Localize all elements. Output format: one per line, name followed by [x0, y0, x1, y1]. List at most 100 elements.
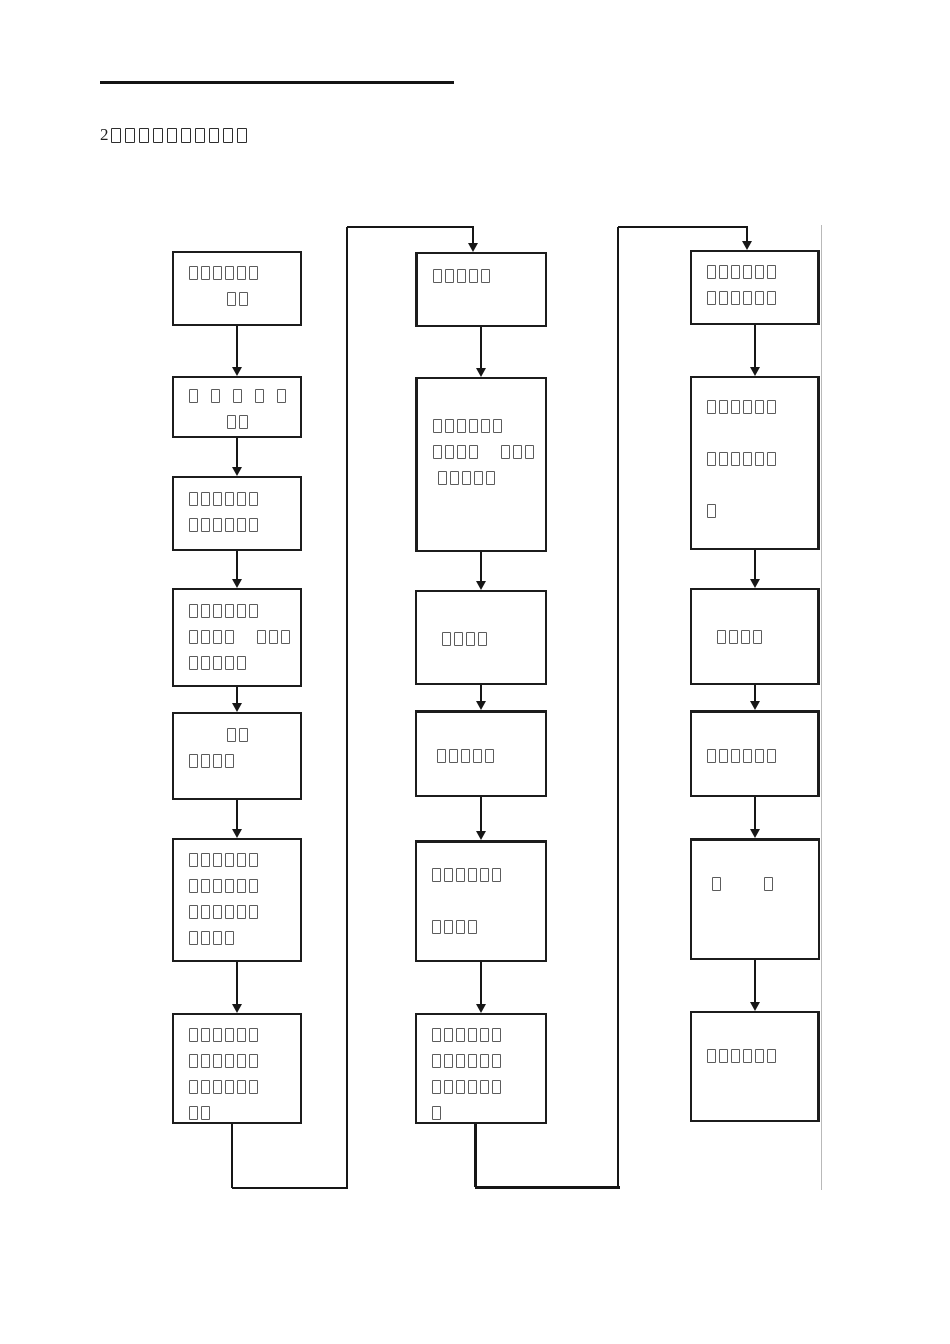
down-arrow-head	[232, 467, 242, 476]
down-arrow-stem	[236, 962, 238, 1005]
missing-glyph-box	[188, 1080, 198, 1094]
missing-glyph-box	[467, 1054, 477, 1068]
missing-glyph-box	[110, 127, 121, 143]
down-arrow-head	[232, 703, 242, 712]
missing-glyph-box	[212, 518, 222, 532]
missing-glyph-box	[188, 656, 198, 670]
flow-box-col-2-4	[415, 710, 547, 797]
missing-glyph-box	[480, 419, 490, 433]
missing-glyph-box	[212, 492, 222, 506]
flow-box-text-line	[692, 743, 817, 769]
missing-glyph-box	[444, 269, 454, 283]
down-arrow-stem	[480, 327, 482, 369]
flow-box-col-3-3	[690, 588, 820, 685]
missing-glyph-box	[716, 630, 726, 644]
missing-glyph-box	[730, 265, 740, 279]
missing-glyph-box	[210, 389, 220, 403]
down-arrow-stem	[754, 797, 756, 830]
flow-box-text-line	[174, 748, 300, 774]
missing-glyph-box	[730, 452, 740, 466]
missing-glyph-box	[200, 879, 210, 893]
missing-glyph-box	[236, 905, 246, 919]
down-arrow-stem	[754, 685, 756, 702]
missing-glyph-box	[431, 1080, 441, 1094]
down-arrow-stem	[754, 960, 756, 1003]
flow-box-text-line	[174, 899, 300, 925]
missing-glyph-box	[188, 266, 198, 280]
missing-glyph-box	[200, 266, 210, 280]
flow-box-col-1-1	[172, 251, 302, 326]
down-arrow-head	[750, 701, 760, 710]
missing-glyph-box	[200, 1106, 210, 1120]
flow-box-text-line	[174, 1100, 300, 1126]
missing-glyph-box	[280, 630, 290, 644]
missing-glyph-box	[473, 471, 483, 485]
missing-glyph-box	[236, 1080, 246, 1094]
missing-glyph-box	[477, 632, 487, 646]
missing-glyph-box	[718, 1049, 728, 1063]
missing-glyph-box	[248, 905, 258, 919]
missing-glyph-box	[166, 127, 177, 143]
missing-glyph-box	[718, 749, 728, 763]
missing-glyph-box	[448, 749, 458, 763]
down-arrow-stem	[236, 687, 238, 704]
missing-glyph-box	[212, 1028, 222, 1042]
missing-glyph-box	[226, 728, 236, 742]
flow-box-text-line	[692, 285, 817, 311]
missing-glyph-box	[194, 127, 205, 143]
missing-glyph-box	[212, 879, 222, 893]
connector-line	[475, 1186, 620, 1189]
down-arrow-head	[232, 579, 242, 588]
down-arrow-head	[476, 368, 486, 377]
down-arrow-head	[742, 241, 752, 250]
missing-glyph-box	[212, 931, 222, 945]
missing-glyph-box	[752, 630, 762, 644]
missing-glyph-box	[491, 1080, 501, 1094]
missing-glyph-box	[224, 905, 234, 919]
connector-line	[232, 1187, 348, 1189]
missing-glyph-box	[479, 1054, 489, 1068]
missing-glyph-box	[754, 749, 764, 763]
flow-box-text-line	[174, 847, 300, 873]
missing-glyph-box	[441, 632, 451, 646]
missing-glyph-box	[188, 604, 198, 618]
missing-glyph-box	[491, 868, 501, 882]
missing-glyph-box	[200, 604, 210, 618]
missing-glyph-box	[730, 400, 740, 414]
missing-glyph-box	[453, 632, 463, 646]
missing-glyph-box	[491, 1054, 501, 1068]
missing-glyph-box	[465, 632, 475, 646]
flow-box-text-line	[692, 394, 817, 420]
missing-glyph-box	[188, 1106, 198, 1120]
missing-glyph-box	[711, 877, 721, 891]
section-heading: 2	[100, 125, 249, 145]
down-arrow-head	[750, 579, 760, 588]
missing-glyph-box	[480, 269, 490, 283]
missing-glyph-box	[456, 445, 466, 459]
missing-glyph-box	[431, 1106, 441, 1120]
down-arrow-head	[232, 367, 242, 376]
flow-box-text-line	[418, 439, 545, 465]
missing-glyph-box	[484, 749, 494, 763]
missing-glyph-box	[432, 419, 442, 433]
connector-line	[474, 1124, 477, 1187]
missing-glyph-box	[248, 266, 258, 280]
missing-glyph-box	[188, 905, 198, 919]
missing-glyph-box	[728, 630, 738, 644]
missing-glyph-box	[467, 1080, 477, 1094]
missing-glyph-box	[754, 1049, 764, 1063]
flow-box-text-line	[174, 512, 300, 538]
missing-glyph-box	[468, 269, 478, 283]
flow-box-text-line	[174, 486, 300, 512]
flow-box-col-2-6	[415, 1013, 547, 1124]
down-arrow-stem	[480, 797, 482, 832]
missing-glyph-box	[730, 1049, 740, 1063]
missing-glyph-box	[224, 656, 234, 670]
missing-glyph-box	[224, 1054, 234, 1068]
flow-box-text-line	[692, 871, 818, 897]
flow-box-text-line	[417, 1048, 545, 1074]
missing-glyph-box	[188, 879, 198, 893]
missing-glyph-box	[512, 445, 522, 459]
down-arrow-stem	[754, 325, 756, 368]
